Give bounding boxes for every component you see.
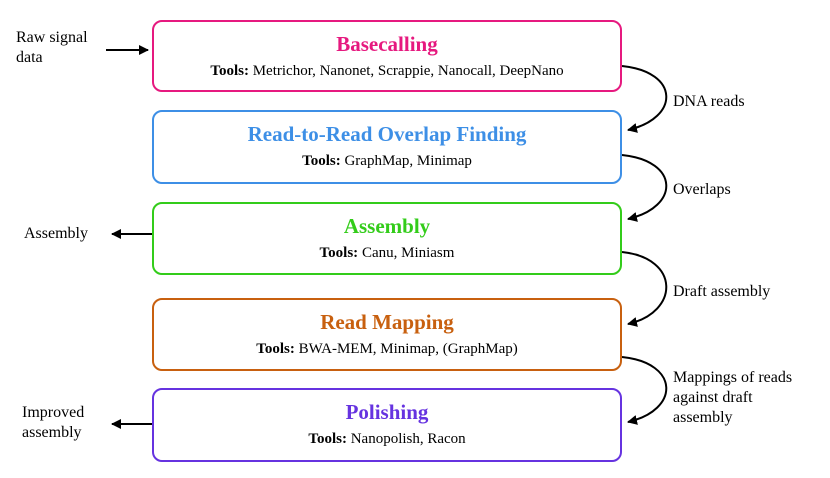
stage-tools: Tools: GraphMap, Minimap (302, 153, 472, 169)
stage-title: Read Mapping (320, 310, 454, 334)
stage-basecalling: Basecalling Tools: Metrichor, Nanonet, S… (152, 20, 622, 92)
assembly-output-label: Assembly (24, 225, 88, 242)
stage-title: Basecalling (336, 32, 438, 56)
input-label: Raw signal data (16, 29, 88, 66)
stage-title: Assembly (343, 214, 431, 238)
transition-label-4: Mappings of reads against draft assembly (673, 369, 793, 426)
transition-label-2: Overlaps (673, 181, 731, 198)
stage-read-mapping: Read Mapping Tools: BWA-MEM, Minimap, (G… (152, 298, 622, 371)
stage-overlap-finding: Read-to-Read Overlap Finding Tools: Grap… (152, 110, 622, 184)
transition-label-1: DNA reads (673, 93, 745, 110)
stage-tools: Tools: Nanopolish, Racon (308, 431, 466, 447)
stage-assembly: Assembly Tools: Canu, Miniasm (152, 202, 622, 275)
stage-tools: Tools: BWA-MEM, Minimap, (GraphMap) (256, 341, 518, 357)
transition-arrow-1 (621, 65, 668, 133)
transition-arrow-2 (621, 154, 668, 222)
improved-output-label: Improved assembly (22, 404, 85, 441)
transition-label-3: Draft assembly (673, 283, 771, 300)
stage-title: Polishing (345, 400, 429, 424)
stage-polishing: Polishing Tools: Nanopolish, Racon (152, 388, 622, 462)
stage-tools: Tools: Metrichor, Nanonet, Scrappie, Nan… (210, 63, 564, 79)
stage-title: Read-to-Read Overlap Finding (247, 122, 527, 146)
stage-tools: Tools: Canu, Miniasm (319, 245, 455, 261)
transition-arrow-4 (621, 356, 668, 425)
transition-arrow-3 (621, 251, 668, 327)
